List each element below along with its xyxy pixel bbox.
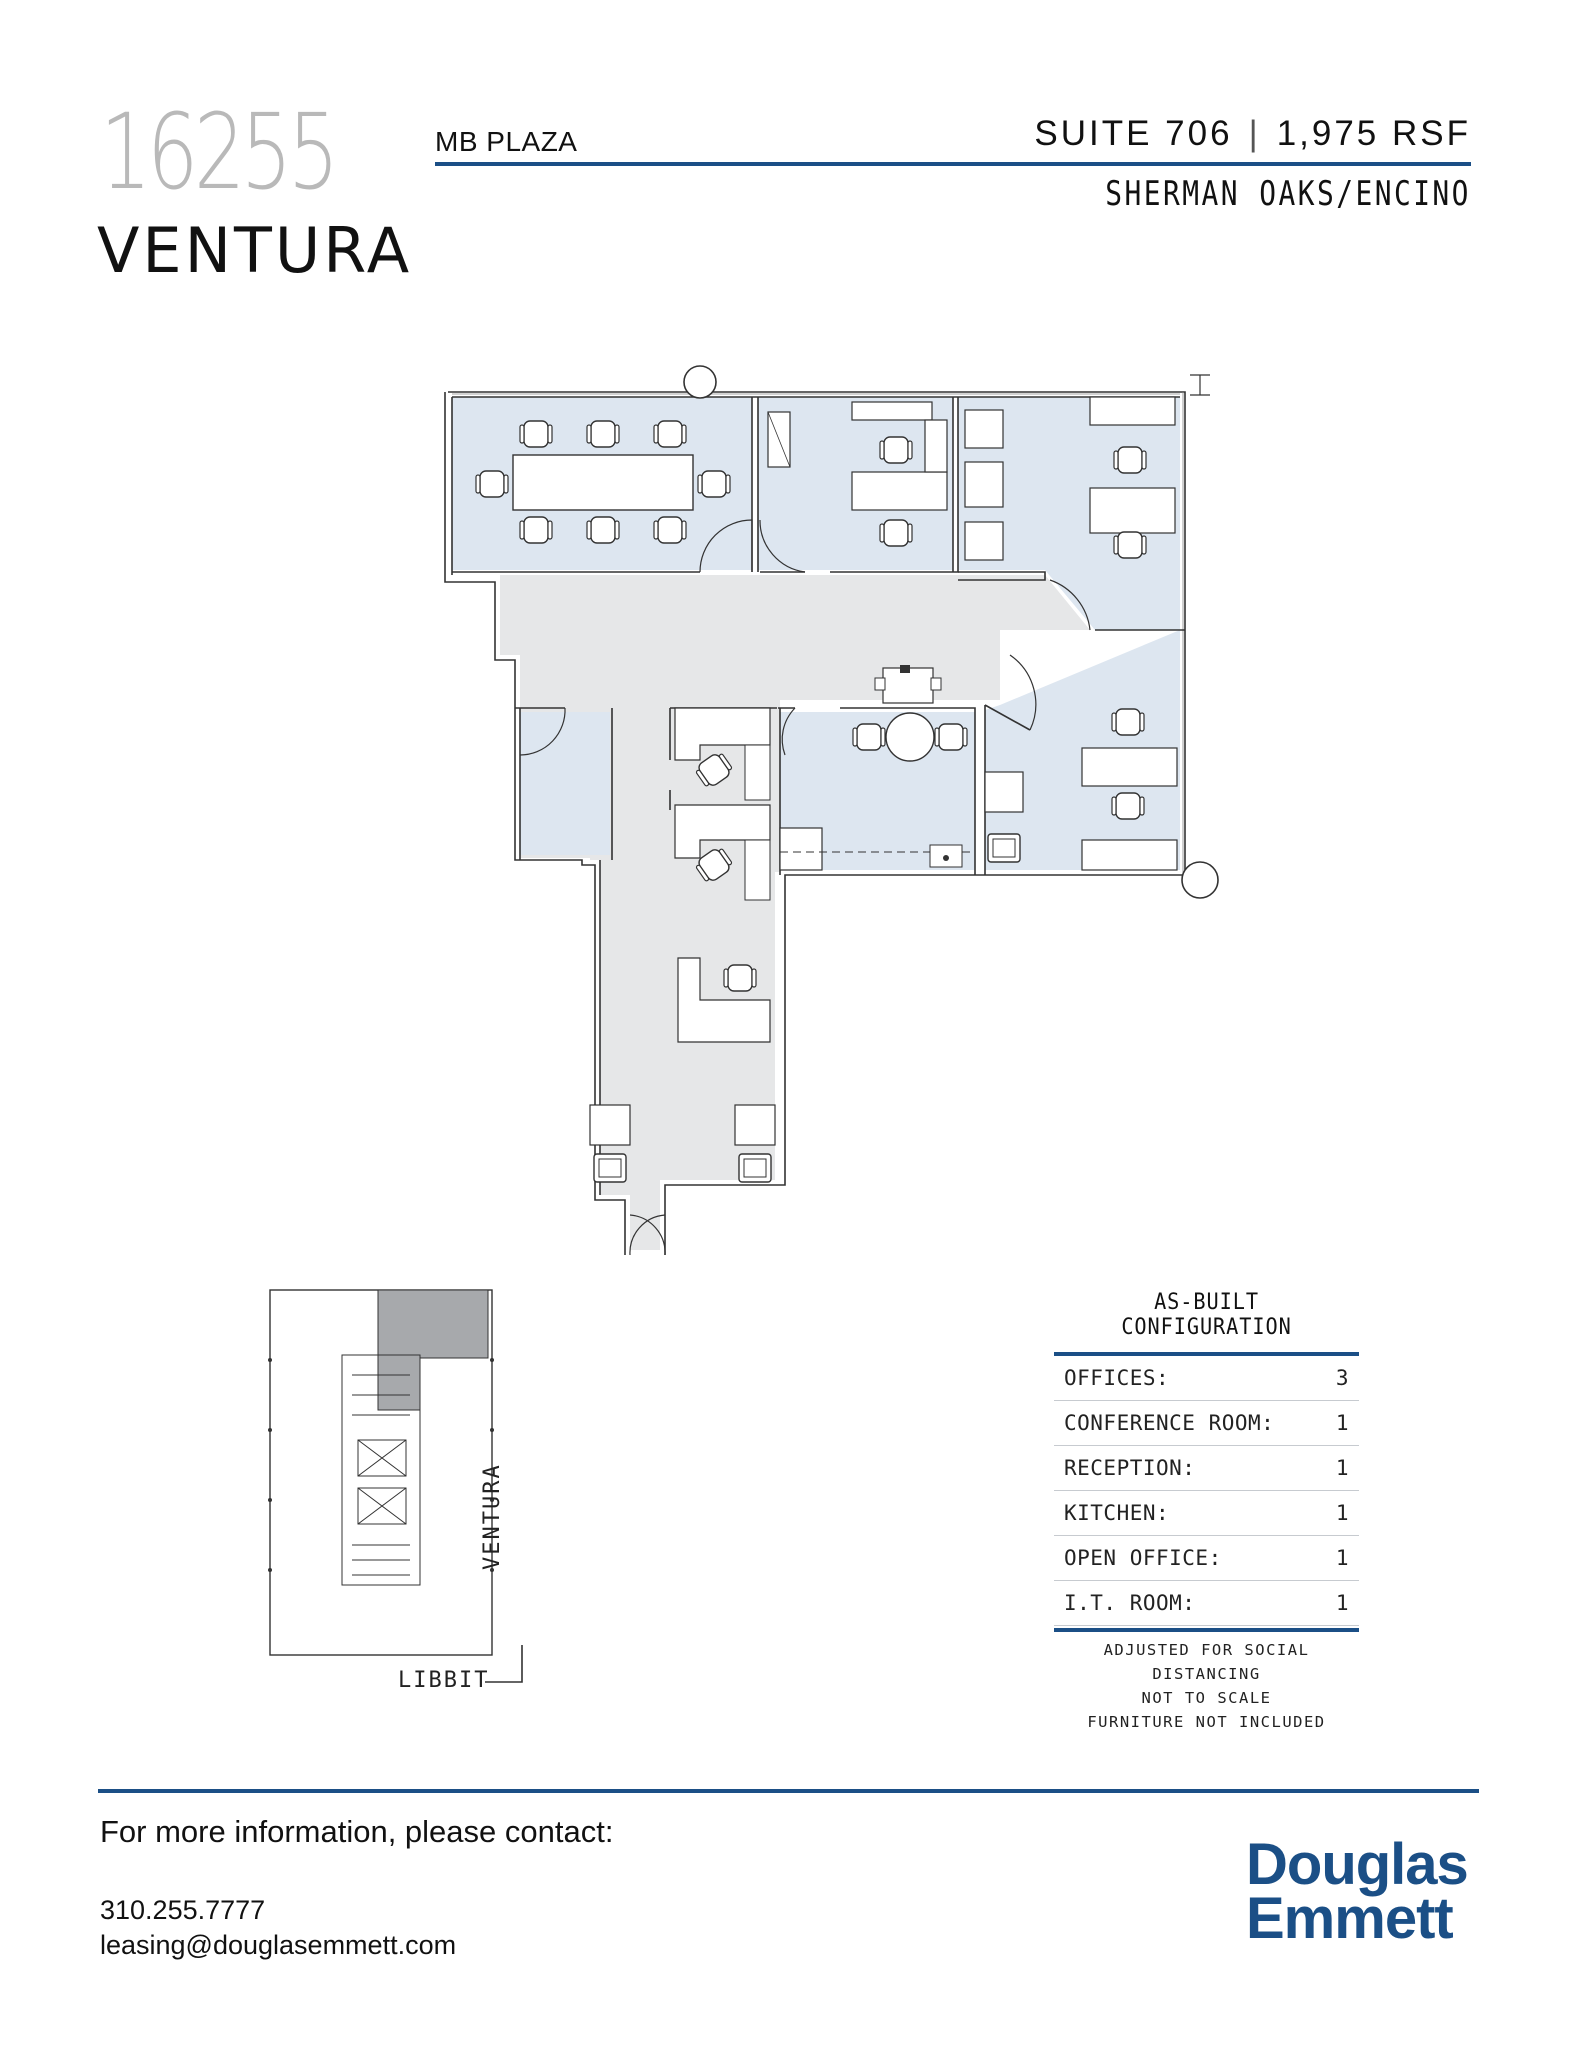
config-row-conference: CONFERENCE ROOM: 1 (1054, 1401, 1359, 1446)
config-value: 1 (1335, 1591, 1349, 1615)
configuration-table: AS-BUILT CONFIGURATION OFFICES: 3 CONFERE… (1054, 1290, 1359, 1734)
config-row-it-room: I.T. ROOM: 1 (1054, 1581, 1359, 1626)
config-label: OFFICES: (1064, 1366, 1170, 1390)
suite-separator: | (1248, 114, 1261, 153)
config-row-kitchen: KITCHEN: 1 (1054, 1491, 1359, 1536)
column-top (683, 365, 717, 399)
config-label: I.T. ROOM: (1064, 1591, 1196, 1615)
config-label: CONFERENCE ROOM: (1064, 1411, 1275, 1435)
floor-plan (444, 365, 1219, 1256)
footer-rule (98, 1789, 1479, 1793)
logo-line2: Emmett (1246, 1886, 1454, 1951)
douglas-emmett-logo: Douglas Emmett (1246, 1832, 1469, 1951)
contact-phone[interactable]: 310.255.7777 (100, 1895, 266, 1925)
config-row-offices: OFFICES: 3 (1054, 1356, 1359, 1401)
config-value: 1 (1335, 1546, 1349, 1570)
header-rule (435, 162, 1471, 166)
config-value: 3 (1335, 1366, 1349, 1390)
corridor-area (452, 575, 1090, 1250)
submarket: SHERMAN OAKS/ENCINO (1105, 174, 1471, 214)
key-map (268, 1289, 523, 1683)
building-name: VENTURA (97, 214, 413, 287)
config-value: 1 (1335, 1411, 1349, 1435)
note-not-to-scale: NOT TO SCALE (1141, 1689, 1272, 1707)
contact-heading: For more information, please contact: (100, 1814, 614, 1849)
suite-rsf: 1,975 RSF (1276, 114, 1471, 153)
street-libbit: LIBBIT (398, 1668, 490, 1693)
building-number: 16255 (100, 91, 339, 213)
street-ventura: VENTURA (480, 1463, 505, 1570)
config-label: RECEPTION: (1064, 1456, 1196, 1480)
configuration-title: AS-BUILT CONFIGURATION (1121, 1290, 1292, 1340)
contact-email[interactable]: leasing@douglasemmett.com (100, 1930, 457, 1960)
config-label: KITCHEN: (1064, 1501, 1170, 1525)
suite-info: SUITE 706 | 1,975 RSF (1034, 114, 1471, 154)
plaza-name: MB PLAZA (435, 126, 578, 157)
configuration-rule-bottom (1054, 1628, 1359, 1632)
suite-number: SUITE 706 (1034, 114, 1233, 153)
note-social-distancing: ADJUSTED FOR SOCIAL DISTANCING (1103, 1641, 1310, 1683)
column-corner (1181, 861, 1219, 899)
config-value: 1 (1335, 1456, 1349, 1480)
config-row-open-office: OPEN OFFICE: 1 (1054, 1536, 1359, 1581)
config-value: 1 (1335, 1501, 1349, 1525)
it-room (520, 712, 610, 855)
config-row-reception: RECEPTION: 1 (1054, 1446, 1359, 1491)
note-furniture: FURNITURE NOT INCLUDED (1087, 1713, 1326, 1731)
config-label: OPEN OFFICE: (1064, 1546, 1222, 1570)
configuration-rule (1054, 1352, 1359, 1356)
logo-line1: Douglas (1246, 1832, 1469, 1897)
